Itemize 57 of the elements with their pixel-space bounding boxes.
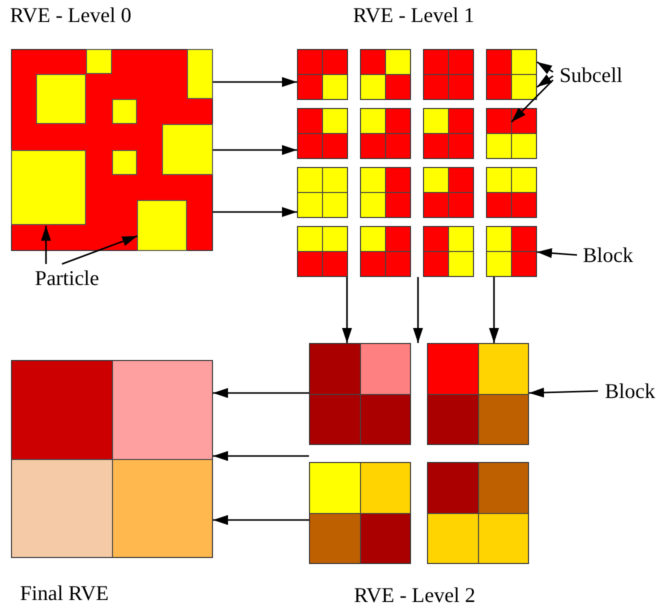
block — [427, 462, 529, 564]
panel-heading: RVE - Level 2 — [354, 582, 476, 608]
panel-heading: RVE - Level 1 — [353, 2, 474, 28]
block — [486, 49, 537, 100]
final-rve-square — [11, 360, 213, 558]
block — [427, 343, 529, 445]
arrow — [213, 207, 297, 217]
leader-line — [510, 79, 554, 123]
block — [423, 108, 474, 159]
arrow — [342, 277, 352, 343]
block — [297, 167, 348, 218]
particle — [187, 48, 212, 99]
arrow — [213, 451, 309, 461]
block — [360, 167, 411, 218]
leader-line — [41, 226, 51, 264]
block — [360, 108, 411, 159]
block — [360, 226, 411, 277]
block — [309, 462, 411, 564]
arrow — [213, 145, 297, 155]
callout-label: Block — [598, 377, 662, 405]
block — [423, 167, 474, 218]
block — [297, 108, 348, 159]
particle — [10, 150, 86, 226]
particle — [36, 74, 86, 124]
arrow — [413, 277, 423, 343]
panel-heading: Final RVE — [20, 580, 109, 606]
block — [297, 226, 348, 277]
particle — [112, 150, 137, 175]
block — [360, 49, 411, 100]
particle — [136, 200, 188, 250]
particle — [86, 48, 112, 74]
leader-line — [536, 74, 554, 88]
arrow — [213, 388, 309, 398]
block — [486, 167, 537, 218]
subcell — [487, 109, 511, 133]
leader-line — [536, 61, 554, 74]
leader-line — [62, 235, 138, 265]
block — [486, 226, 537, 277]
subcell — [512, 75, 536, 99]
block — [423, 226, 474, 277]
block — [309, 343, 411, 445]
callout-label: Subcell — [553, 61, 629, 89]
block — [297, 49, 348, 100]
leader-line — [536, 248, 578, 258]
panel-heading: RVE - Level 0 — [10, 2, 132, 28]
callout-label: Block — [577, 241, 639, 269]
block — [423, 49, 474, 100]
leader-line — [528, 388, 598, 398]
callout-label: Particle — [20, 264, 114, 292]
subcell — [512, 50, 536, 74]
particle — [162, 124, 212, 175]
arrow — [489, 277, 499, 343]
arrow — [213, 515, 309, 525]
block — [486, 108, 537, 159]
rve-square — [11, 49, 213, 251]
arrow — [213, 77, 297, 87]
particle — [112, 99, 137, 124]
